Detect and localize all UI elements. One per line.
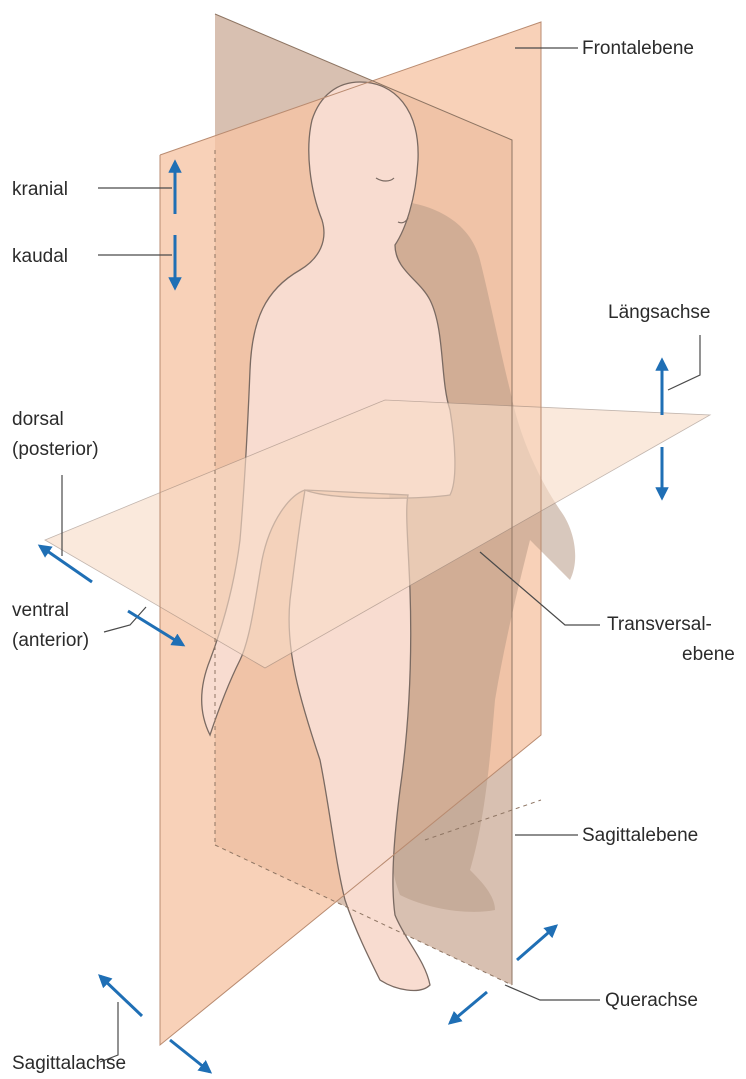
querachse-arrow-upper-icon (517, 926, 556, 960)
label-sagittalebene: Sagittalebene (582, 825, 698, 846)
label-transversal-line2: ebene (682, 644, 735, 665)
label-ventral: ventral (12, 600, 69, 621)
sagittalachse-arrow-lower-icon (170, 1040, 210, 1072)
sagittalachse-arrow-upper-icon (100, 976, 142, 1016)
querachse-arrow-lower-icon (450, 992, 487, 1023)
label-posterior: (posterior) (12, 439, 99, 460)
label-dorsal: dorsal (12, 409, 64, 430)
label-kranial: kranial (12, 179, 68, 200)
label-frontalebene: Frontalebene (582, 38, 694, 59)
label-querachse: Querachse (605, 990, 698, 1011)
label-transversal-line1: Transversal- (607, 614, 712, 635)
label-laengsachse: Längsachse (608, 302, 710, 323)
label-kaudal: kaudal (12, 246, 68, 267)
label-sagittalachse: Sagittalachse (12, 1053, 126, 1074)
label-anterior: (anterior) (12, 630, 89, 651)
